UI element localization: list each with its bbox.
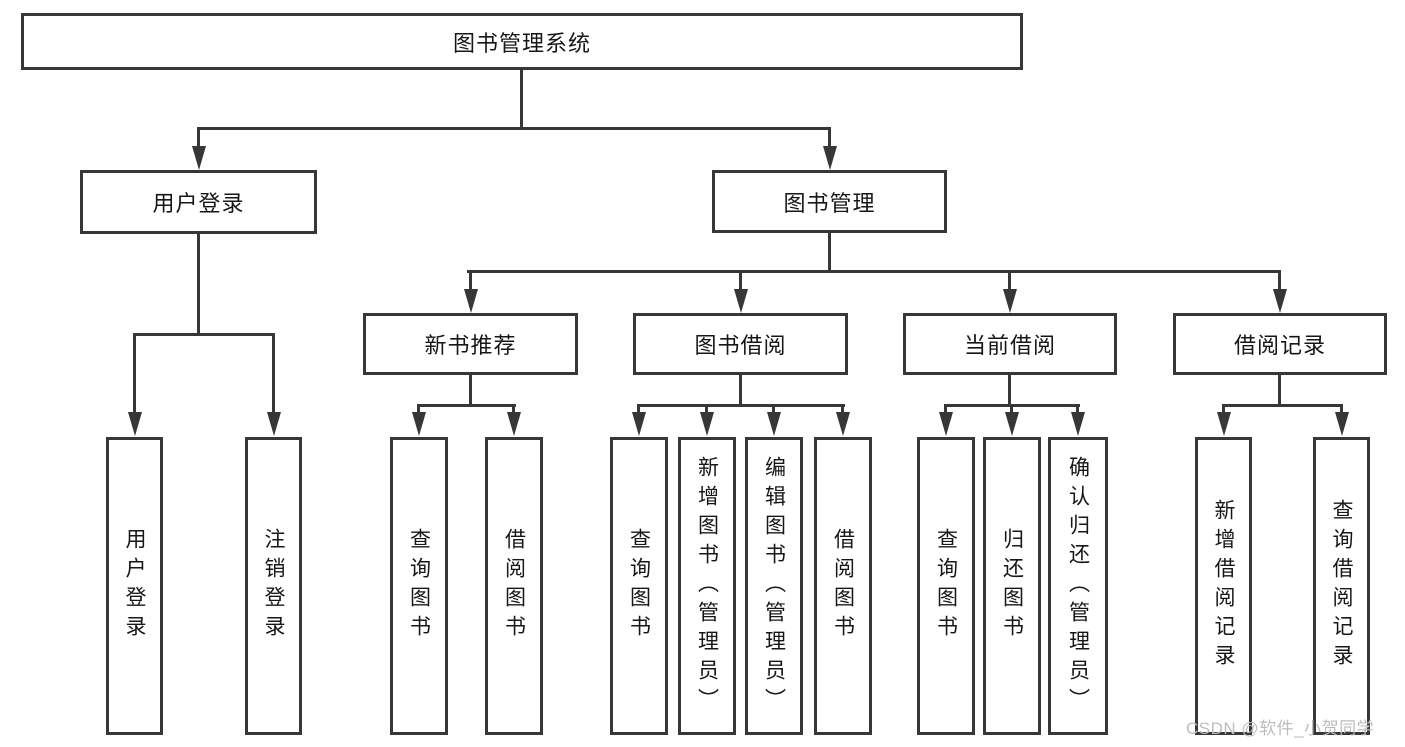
leaf-query-books-current-label: 查询图书: [934, 528, 958, 644]
leaf-query-borrow-record-label: 查询借阅记录: [1330, 499, 1353, 673]
connector: [469, 270, 472, 289]
leaf-query-borrow-record: 查询借阅记录: [1313, 437, 1370, 735]
connector: [1008, 270, 1011, 289]
node-borrow-records: 借阅记录: [1173, 313, 1387, 375]
leaf-add-borrow-record: 新增借阅记录: [1195, 437, 1252, 735]
connector: [637, 404, 845, 407]
csdn-watermark: CSDN @软件_小贺同学: [1186, 719, 1375, 738]
leaf-logout-label: 注销登录: [262, 528, 285, 644]
node-book-borrow-label: 图书借阅: [694, 333, 787, 358]
arrowhead-down: [734, 289, 748, 313]
connector: [520, 70, 523, 128]
connector: [944, 404, 947, 412]
arrowhead-down: [192, 146, 206, 170]
connector: [417, 404, 420, 412]
node-book-management: 图书管理: [712, 170, 947, 233]
connector: [133, 333, 136, 412]
leaf-borrow-books-recommend: 借阅图书: [485, 437, 543, 735]
leaf-edit-book-admin-label: 编辑图书（管理员）: [762, 455, 786, 717]
connector: [1008, 375, 1011, 405]
arrowhead-down: [1273, 289, 1287, 313]
connector: [272, 333, 275, 412]
node-current-borrow: 当前借阅: [903, 313, 1117, 375]
connector: [1076, 404, 1079, 412]
connector: [739, 270, 742, 289]
node-user-login-label: 用户登录: [152, 191, 245, 216]
leaf-user-login: 用户登录: [106, 437, 163, 735]
arrowhead-down: [1005, 412, 1019, 436]
connector: [1278, 375, 1281, 405]
leaf-borrow-books-recommend-label: 借阅图书: [502, 528, 526, 644]
arrowhead-down: [1071, 412, 1085, 436]
leaf-add-borrow-record-label: 新增借阅记录: [1212, 499, 1235, 673]
leaf-borrow-books: 借阅图书: [814, 437, 872, 735]
arrowhead-down: [1335, 412, 1349, 436]
connector: [739, 375, 742, 405]
connector: [469, 375, 472, 405]
connector: [841, 404, 844, 412]
connector: [1222, 404, 1225, 412]
connector: [1340, 404, 1343, 412]
arrowhead-down: [767, 412, 781, 436]
node-root: 图书管理系统: [21, 13, 1023, 70]
arrowhead-down: [632, 412, 646, 436]
connector: [637, 404, 640, 412]
leaf-query-books-borrow: 查询图书: [610, 437, 668, 735]
leaf-user-login-label: 用户登录: [123, 528, 146, 644]
leaf-query-books-recommend: 查询图书: [390, 437, 448, 735]
arrowhead-down: [1003, 289, 1017, 313]
leaf-add-book-admin-label: 新增图书（管理员）: [695, 455, 719, 717]
leaf-confirm-return-admin-label: 确认归还（管理员）: [1066, 455, 1090, 717]
connector: [467, 270, 1281, 273]
arrowhead-down: [128, 412, 142, 436]
node-user-login: 用户登录: [80, 170, 317, 234]
node-new-book-recommend: 新书推荐: [363, 313, 578, 375]
leaf-logout: 注销登录: [245, 437, 302, 735]
arrowhead-down: [939, 412, 953, 436]
connector: [512, 404, 515, 412]
arrowhead-down: [836, 412, 850, 436]
leaf-borrow-books-label: 借阅图书: [831, 528, 855, 644]
node-book-management-label: 图书管理: [783, 190, 876, 216]
connector: [197, 127, 200, 147]
connector: [197, 127, 831, 130]
connector: [705, 404, 708, 412]
leaf-query-books-borrow-label: 查询图书: [627, 528, 651, 644]
connector: [133, 333, 275, 336]
node-current-borrow-label: 当前借阅: [963, 333, 1056, 358]
leaf-query-books-recommend-label: 查询图书: [407, 528, 431, 644]
connector: [1278, 270, 1281, 289]
arrowhead-down: [823, 146, 837, 170]
arrowhead-down: [700, 412, 714, 436]
connector: [828, 127, 831, 147]
node-new-book-recommend-label: 新书推荐: [424, 333, 517, 358]
leaf-query-books-current: 查询图书: [917, 437, 975, 735]
connector: [417, 404, 516, 407]
leaf-confirm-return-admin: 确认归还（管理员）: [1048, 437, 1108, 735]
leaf-return-books-label: 归还图书: [1000, 528, 1024, 644]
arrowhead-down: [507, 412, 521, 436]
arrowhead-down: [464, 289, 478, 313]
arrowhead-down: [1217, 412, 1231, 436]
connector: [1010, 404, 1013, 412]
connector: [828, 233, 831, 270]
leaf-add-book-admin: 新增图书（管理员）: [678, 437, 736, 735]
connector: [1222, 404, 1343, 407]
connector: [197, 234, 200, 334]
arrowhead-down: [267, 412, 281, 436]
leaf-return-books: 归还图书: [983, 437, 1041, 735]
node-root-label: 图书管理系统: [452, 30, 591, 56]
node-book-borrow: 图书借阅: [633, 313, 848, 375]
arrowhead-down: [412, 412, 426, 436]
node-borrow-records-label: 借阅记录: [1233, 333, 1326, 358]
connector: [772, 404, 775, 412]
leaf-edit-book-admin: 编辑图书（管理员）: [745, 437, 803, 735]
